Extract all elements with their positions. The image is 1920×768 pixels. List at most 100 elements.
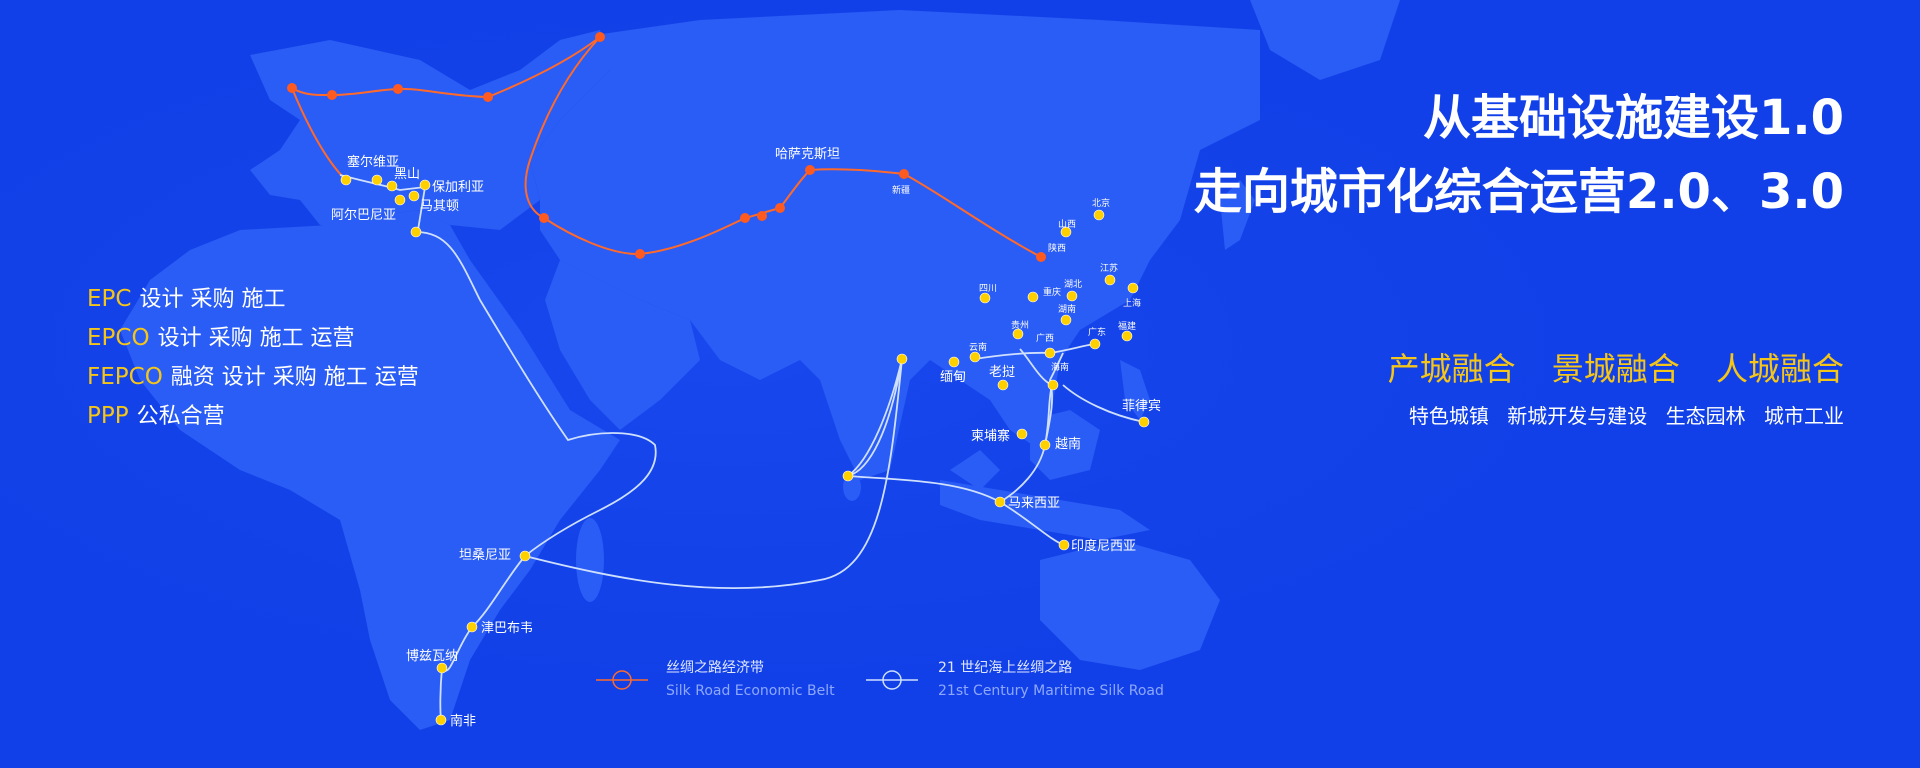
sub-category-row: 特色城镇 新城开发与建设 生态园林 城市工业 [1397, 400, 1844, 429]
label-xinjiang: 新疆 [892, 184, 910, 196]
model-desc: 公私合营 [136, 404, 225, 429]
label-malaysia: 马来西亚 [1008, 496, 1060, 511]
site-dot [408, 190, 420, 202]
label-beijing: 北京 [1092, 197, 1110, 209]
site-dot [1138, 416, 1150, 428]
silk-node [757, 211, 767, 221]
site-dot [842, 470, 854, 482]
maritime-path-balkan-sea [415, 231, 657, 557]
site-dot [1016, 428, 1028, 440]
maritime-path-indochina [999, 348, 1054, 503]
silk-node [740, 213, 750, 223]
legend-silk-circle [612, 670, 632, 690]
site-dot [1104, 274, 1116, 286]
label-guangxi: 广西 [1036, 332, 1054, 344]
land-indonesia [940, 480, 1150, 540]
land-madagascar [576, 518, 604, 602]
fusion-item: 景城融合 [1551, 350, 1680, 388]
site-dot [1027, 291, 1039, 303]
site-dot [1060, 314, 1072, 326]
label-hainan: 海南 [1051, 361, 1069, 373]
headline-line-1: 从基础设施建设1.0 [1422, 90, 1844, 146]
maritime-silk-road-route [339, 174, 1145, 721]
land-arabia [545, 260, 700, 430]
silk-road-path-north [291, 36, 601, 99]
fusion-row: 产城融合 景城融合 人城融合 [1362, 344, 1844, 390]
silk-road-path-east [779, 168, 1042, 258]
site-dot [1127, 282, 1139, 294]
site-dot [948, 356, 960, 368]
silk-road-path-balkan [291, 87, 347, 181]
site-dot [1012, 328, 1024, 340]
land-sumatra [950, 450, 1000, 490]
silk-node [775, 203, 785, 213]
label-guangdong: 广东 [1088, 326, 1106, 338]
silk-node [287, 83, 297, 93]
site-dot [1089, 338, 1101, 350]
label-montenegro: 黑山 [394, 167, 420, 182]
label-bulgaria: 保加利亚 [432, 180, 484, 195]
land-philippines [1120, 360, 1150, 420]
label-vietnam: 越南 [1055, 436, 1081, 452]
site-dot [371, 174, 383, 186]
maritime-path-indian-ocean [524, 358, 903, 590]
label-shanxi: 山西 [1058, 219, 1076, 230]
label-shaanxi: 陕西 [1048, 242, 1066, 254]
silk-node [539, 213, 549, 223]
label-sichuan: 四川 [979, 284, 997, 294]
business-model-ppp: PPP 公私合营 [87, 398, 419, 437]
silk-node [635, 249, 645, 259]
label-botswana: 博兹瓦纳 [406, 649, 458, 664]
land-greenland [1250, 0, 1400, 80]
legend-maritime-circle [882, 670, 902, 690]
label-guizhou: 贵州 [1011, 319, 1029, 331]
silk-node [327, 90, 337, 100]
model-code: FEPCO [87, 364, 163, 390]
silk-node [1036, 252, 1046, 262]
label-kazakhstan: 哈萨克斯坦 [775, 147, 840, 162]
site-dot [340, 174, 352, 186]
site-dot [969, 351, 981, 363]
business-model-fepco: FEPCO 融资 设计 采购 施工 运营 [87, 359, 419, 398]
maritime-path-malacca [847, 475, 1065, 546]
model-code: EPCO [87, 325, 150, 351]
label-myanmar: 缅甸 [940, 370, 966, 385]
legend-silk-road-en: Silk Road Economic Belt [666, 683, 835, 699]
site-dot [994, 496, 1006, 508]
map-labels: 塞尔维亚 黑山 保加利亚 马其顿 阿尔巴尼亚 哈萨克斯坦 新疆 北京 山西 陕西… [331, 147, 1161, 729]
model-desc: 融资 设计 采购 施工 运营 [170, 365, 419, 390]
site-dot [1060, 226, 1072, 238]
silk-node [393, 84, 403, 94]
maritime-path-vietnam [1044, 352, 1064, 446]
site-dot [394, 194, 406, 206]
legend-maritime-en: 21st Century Maritime Silk Road [938, 683, 1164, 699]
site-dot [1066, 290, 1078, 302]
label-tanzania: 坦桑尼亚 [459, 548, 511, 563]
label-chongqing: 重庆 [1043, 286, 1061, 298]
sub-category: 城市工业 [1764, 404, 1844, 428]
legend-maritime-silk-road: 21 世纪海上丝绸之路 21st Century Maritime Silk R… [938, 657, 1164, 699]
site-dot [519, 550, 531, 562]
land-japan [1220, 180, 1255, 250]
maritime-path-africa-coast [439, 555, 526, 721]
silk-node [805, 165, 815, 175]
silk-node [899, 169, 909, 179]
model-code: PPP [87, 403, 129, 429]
label-south-africa: 南非 [450, 713, 476, 729]
label-jiangsu: 江苏 [1100, 262, 1118, 274]
land-asia [530, 10, 1260, 480]
label-philippines: 菲律宾 [1122, 398, 1161, 414]
land-africa [120, 210, 620, 730]
silk-node [595, 32, 605, 42]
label-fujian: 福建 [1118, 320, 1136, 332]
label-albania: 阿尔巴尼亚 [331, 208, 396, 223]
sub-category: 生态园林 [1665, 404, 1746, 428]
model-desc: 设计 采购 施工 [139, 287, 286, 312]
label-hunan: 湖南 [1058, 303, 1076, 315]
site-dot [466, 621, 478, 633]
sub-category: 新城开发与建设 [1507, 404, 1648, 428]
label-shanghai: 上海 [1123, 297, 1141, 309]
